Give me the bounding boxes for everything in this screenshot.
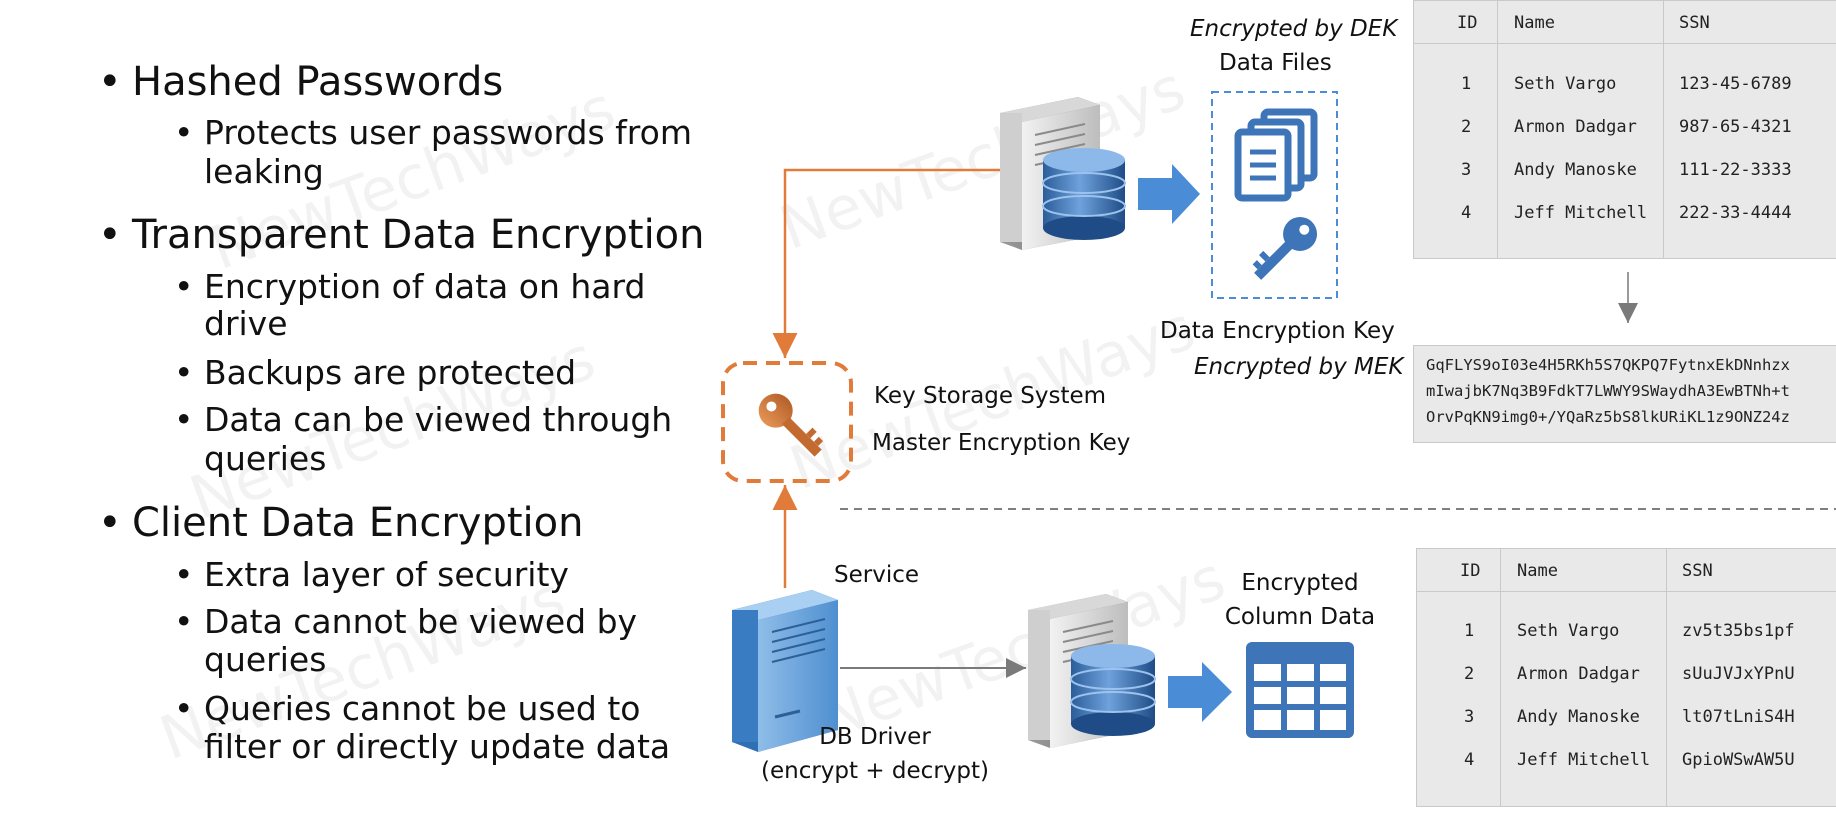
- bullet-hashed-passwords: Hashed Passwords: [98, 60, 503, 104]
- encrypted-table: ID Name SSN 1 Seth Vargo zv5t35bs1pf 2 A…: [1416, 548, 1836, 807]
- cell-id: 4: [1461, 203, 1472, 223]
- label-db-driver: DB Driver: [819, 724, 931, 750]
- flow-arrow-bottom: [1168, 662, 1232, 722]
- label-master-encryption-key: Master Encryption Key: [872, 430, 1131, 456]
- bullet-client-encryption: Client Data Encryption: [98, 501, 584, 545]
- sub-bullet: Data cannot be viewed by: [174, 603, 637, 642]
- cell-name: Andy Manoske: [1514, 160, 1637, 180]
- sub-bullet: Data can be viewed through: [174, 401, 672, 440]
- bullet-tde: Transparent Data Encryption: [98, 213, 704, 257]
- encrypted-column-grid-icon: [1246, 642, 1354, 738]
- cell-name: Seth Vargo: [1517, 621, 1620, 641]
- label-encrypted-by-mek: Encrypted by MEK: [1194, 354, 1404, 380]
- cell-ssn: 123-45-6789: [1679, 74, 1792, 94]
- watermark-text: NewTechWays: [151, 563, 574, 774]
- label-encrypt-decrypt: (encrypt + decrypt): [761, 758, 989, 784]
- cell-id: 1: [1464, 621, 1475, 641]
- header-ssn: SSN: [1682, 561, 1713, 581]
- database-top-icon: [1042, 148, 1126, 240]
- cell-ssn: lt07tLniS4H: [1682, 707, 1795, 727]
- cell-ssn: 111-22-3333: [1679, 160, 1792, 180]
- cell-id: 1: [1461, 74, 1472, 94]
- cell-id: 3: [1461, 160, 1472, 180]
- cell-name: Seth Vargo: [1514, 74, 1617, 94]
- header-ssn: SSN: [1679, 13, 1710, 33]
- sub-bullet: Encryption of data on hard: [174, 268, 645, 307]
- header-name: Name: [1517, 561, 1558, 581]
- label-column-data: Column Data: [1224, 604, 1376, 630]
- header-id: ID: [1457, 13, 1478, 33]
- data-key-icon: [1252, 216, 1318, 280]
- cell-ssn: zv5t35bs1pf: [1682, 621, 1795, 641]
- cell-ssn: GpioWSwAW5U: [1682, 750, 1795, 770]
- label-encrypted: Encrypted: [1241, 570, 1359, 596]
- server-to-key-arrow: [772, 168, 1000, 358]
- cell-id: 2: [1461, 117, 1472, 137]
- cell-name: Andy Manoske: [1517, 707, 1640, 727]
- header-name: Name: [1514, 13, 1555, 33]
- cell-ssn: 222-33-4444: [1679, 203, 1792, 223]
- sub-bullet-cont: leaking: [204, 152, 324, 191]
- service-server-icon: [732, 590, 838, 752]
- label-service: Service: [834, 562, 920, 588]
- flow-arrow-top: [1138, 164, 1200, 224]
- cell-name: Armon Dadgar: [1517, 664, 1640, 684]
- cell-id: 2: [1464, 664, 1475, 684]
- label-key-storage-system: Key Storage System: [874, 383, 1107, 409]
- label-data-encryption-key: Data Encryption Key: [1160, 318, 1395, 344]
- cell-id: 3: [1464, 707, 1475, 727]
- watermark-text: NewTechWays: [201, 73, 624, 284]
- cipher-line: GqFLYS9oI03e4H5RKh5S7QKPQ7FytnxEkDNnhzx: [1426, 356, 1790, 374]
- cell-name: Jeff Mitchell: [1514, 203, 1648, 223]
- orange-connectors: [772, 168, 1000, 588]
- cell-ssn: sUuJVJxYPnU: [1682, 664, 1795, 684]
- sub-bullet-cont: queries: [204, 439, 327, 478]
- ciphertext-block: GqFLYS9oI03e4H5RKh5S7QKPQ7FytnxEkDNnhzx …: [1413, 345, 1836, 443]
- sub-bullet: Protects user passwords from: [174, 114, 692, 153]
- watermark-text: NewTechWays: [181, 323, 604, 534]
- cipher-line: mIwajbK7Nq3B9FdkT7LWWY9SWaydhA3EwBTNh+t: [1426, 382, 1790, 400]
- data-files-icon: [1234, 108, 1318, 202]
- cell-name: Jeff Mitchell: [1517, 750, 1651, 770]
- header-id: ID: [1460, 561, 1481, 581]
- watermark-text: NewTechWays: [771, 53, 1194, 264]
- sub-bullet-cont: drive: [204, 304, 288, 343]
- sub-bullet: Extra layer of security: [174, 556, 569, 595]
- cipher-line: OrvPqKN9img0+/YQaRz5bS8lkURiKL1z9ONZ24z: [1426, 408, 1790, 426]
- database-bottom-icon: [1070, 644, 1156, 736]
- cell-id: 4: [1464, 750, 1475, 770]
- data-files-box: [1211, 91, 1338, 299]
- table-header: [1414, 1, 1836, 44]
- sub-bullet-cont: queries: [204, 640, 327, 679]
- sub-bullet-cont: filter or directly update data: [204, 727, 671, 766]
- label-data-files: Data Files: [1219, 50, 1332, 76]
- cell-name: Armon Dadgar: [1514, 117, 1637, 137]
- master-key-icon: [758, 393, 824, 457]
- cell-ssn: 987-65-4321: [1679, 117, 1792, 137]
- sub-bullet: Backups are protected: [174, 354, 576, 393]
- plaintext-table: ID Name SSN 1 Seth Vargo 123-45-6789 2 A…: [1413, 0, 1836, 259]
- sub-bullet: Queries cannot be used to: [174, 690, 640, 729]
- label-encrypted-by-dek: Encrypted by DEK: [1190, 16, 1398, 42]
- table-header: [1417, 549, 1836, 592]
